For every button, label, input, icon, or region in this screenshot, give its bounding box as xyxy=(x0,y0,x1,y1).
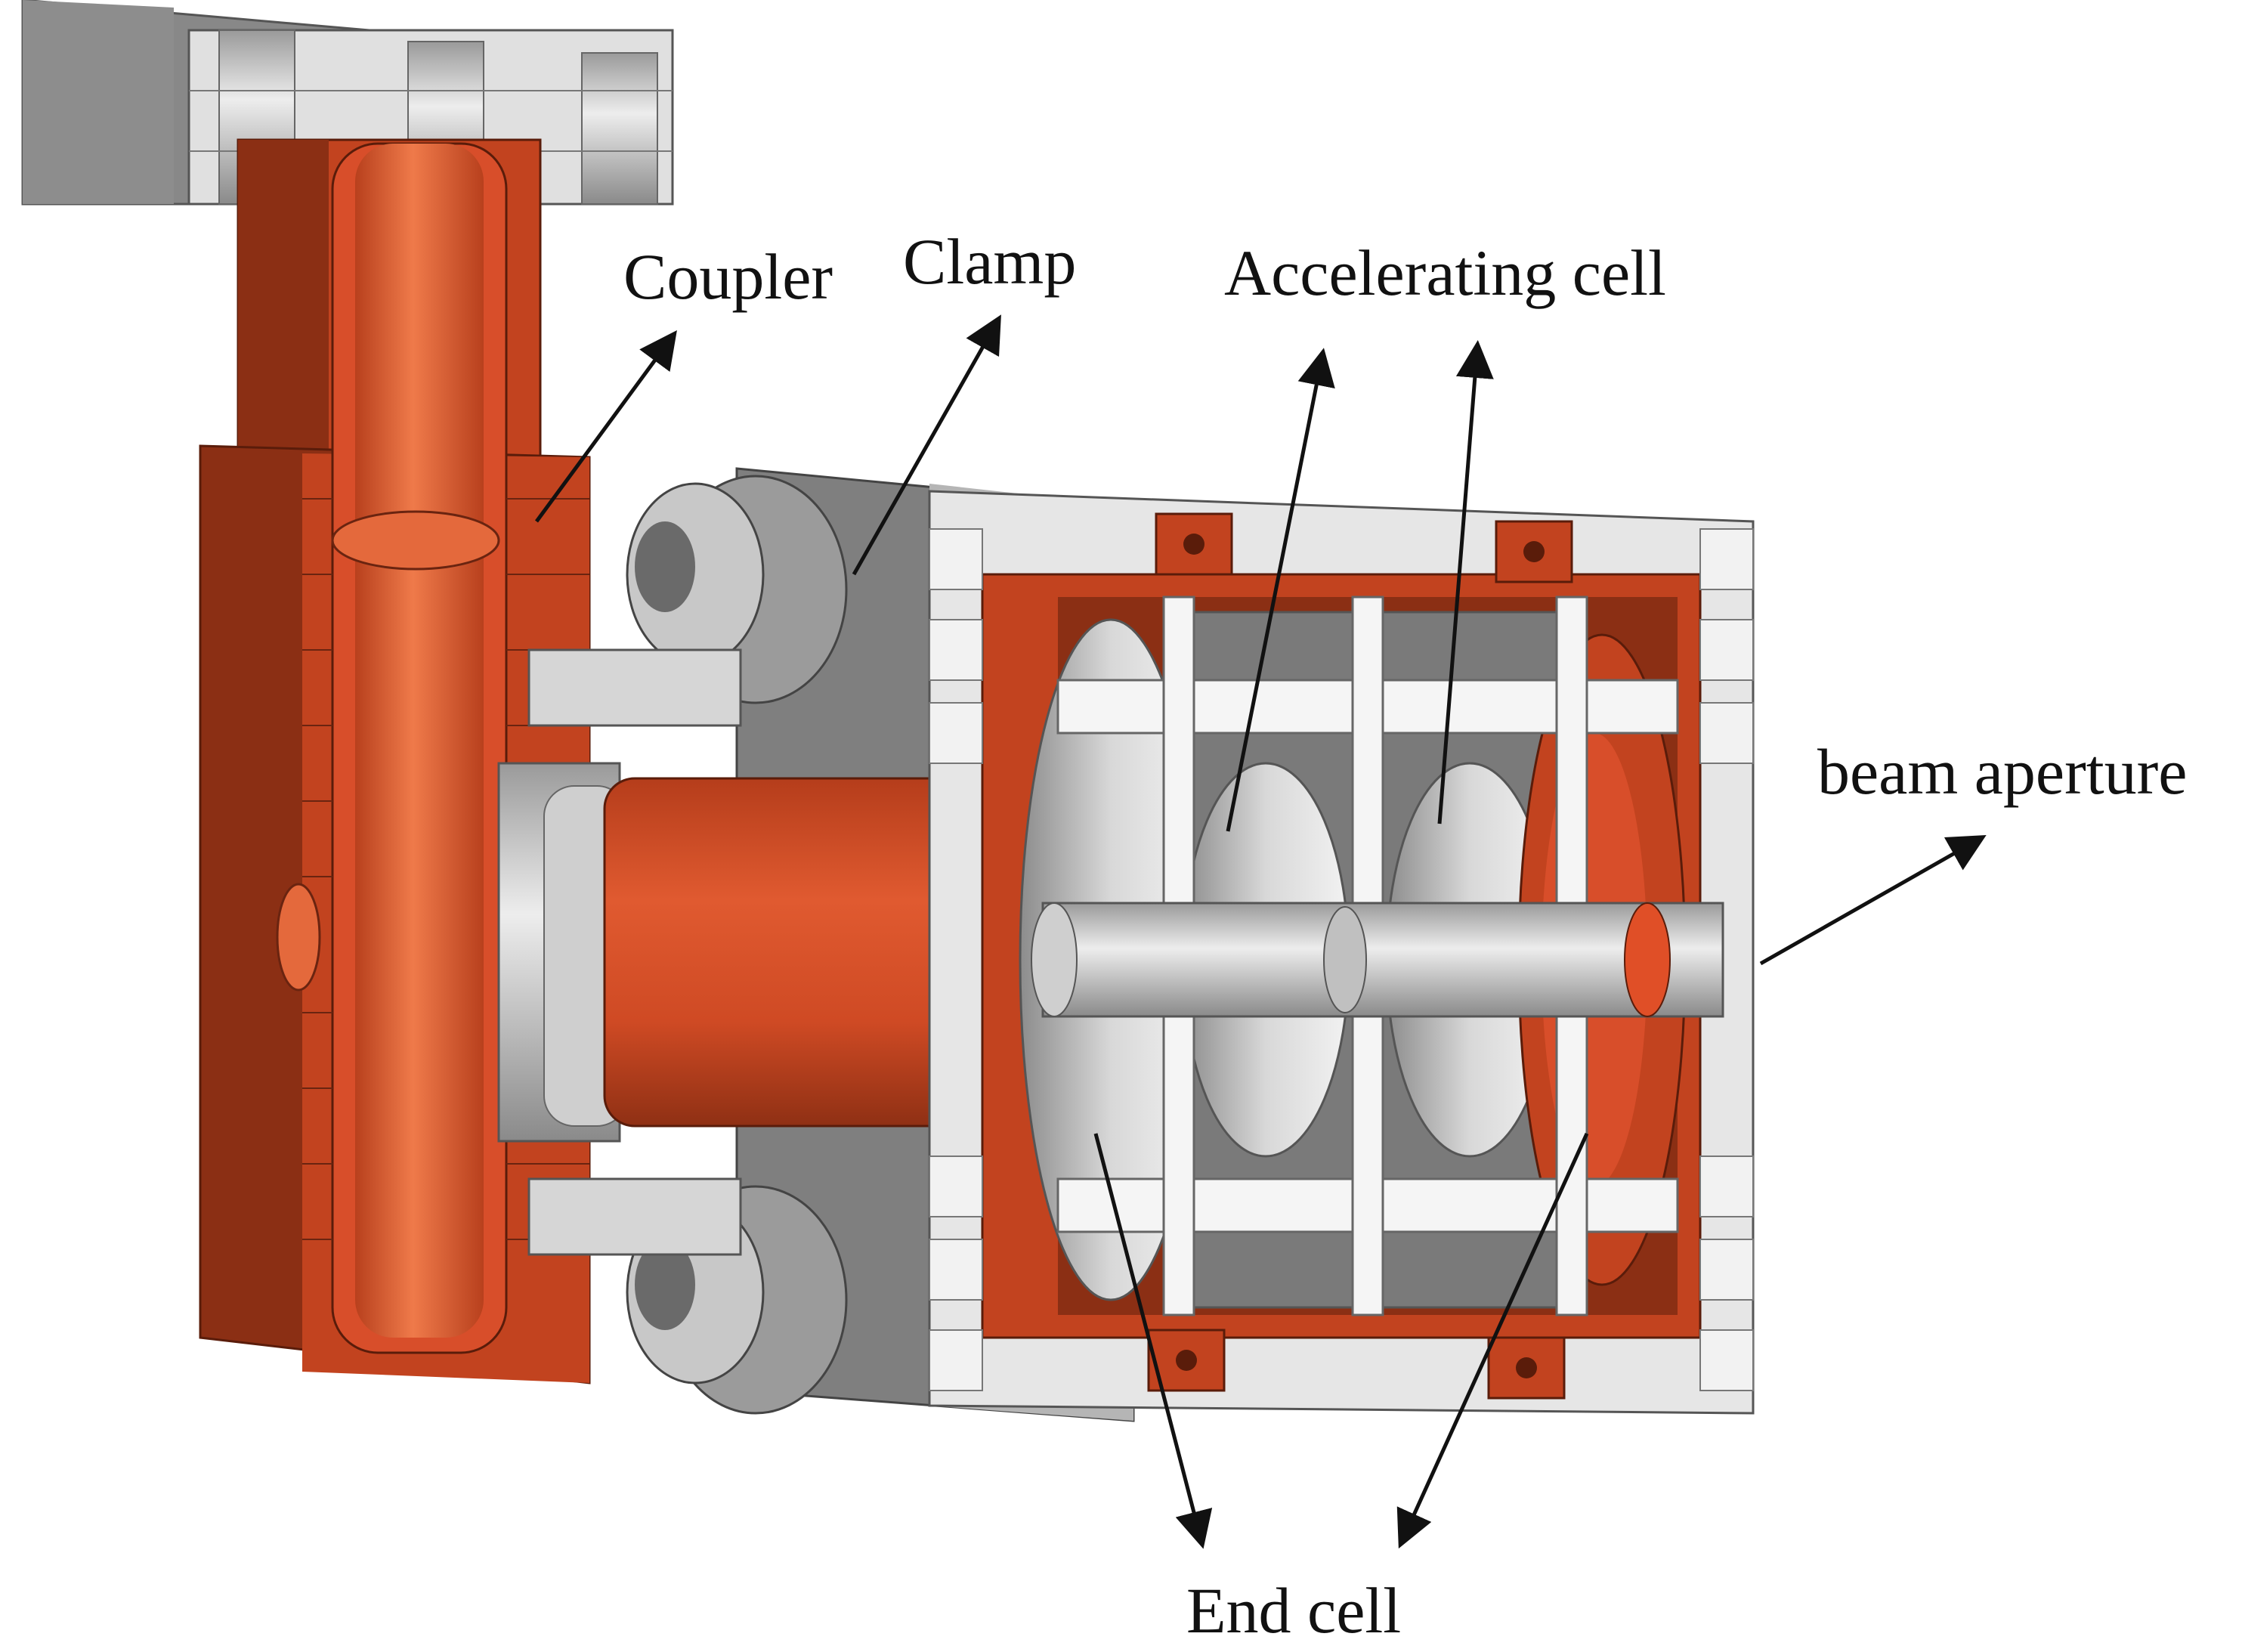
annotation-arrows xyxy=(534,314,1987,1549)
accelerating-cell-label: Accelerating cell xyxy=(1224,237,1666,309)
beam-pipe xyxy=(1031,902,1724,1018)
cavity-cells xyxy=(1019,596,1724,1316)
accelerating-cell-arrow-2 xyxy=(1437,340,1494,824)
coupler-label: Coupler xyxy=(623,240,833,313)
iris-walls xyxy=(1056,596,1679,1316)
end-cell-label: End cell xyxy=(1186,1574,1401,1647)
beam-aperture-label: beam aperture xyxy=(1817,735,2187,808)
clamp-arrow xyxy=(852,314,1001,576)
accelerating-cell-arrow-1 xyxy=(1226,348,1335,832)
clamp-label: Clamp xyxy=(903,225,1076,298)
coupling-cylinder xyxy=(497,762,1029,1143)
coupler-arrow xyxy=(534,329,677,523)
mounting-tabs xyxy=(1147,512,1573,1400)
coupler-body xyxy=(199,138,591,1384)
beam-aperture-arrow xyxy=(1759,835,1987,966)
end-cell-arrow-left xyxy=(1093,1133,1213,1549)
clamp-bolt-top xyxy=(626,475,848,704)
end-cell-arrow-right xyxy=(1396,1132,1589,1549)
